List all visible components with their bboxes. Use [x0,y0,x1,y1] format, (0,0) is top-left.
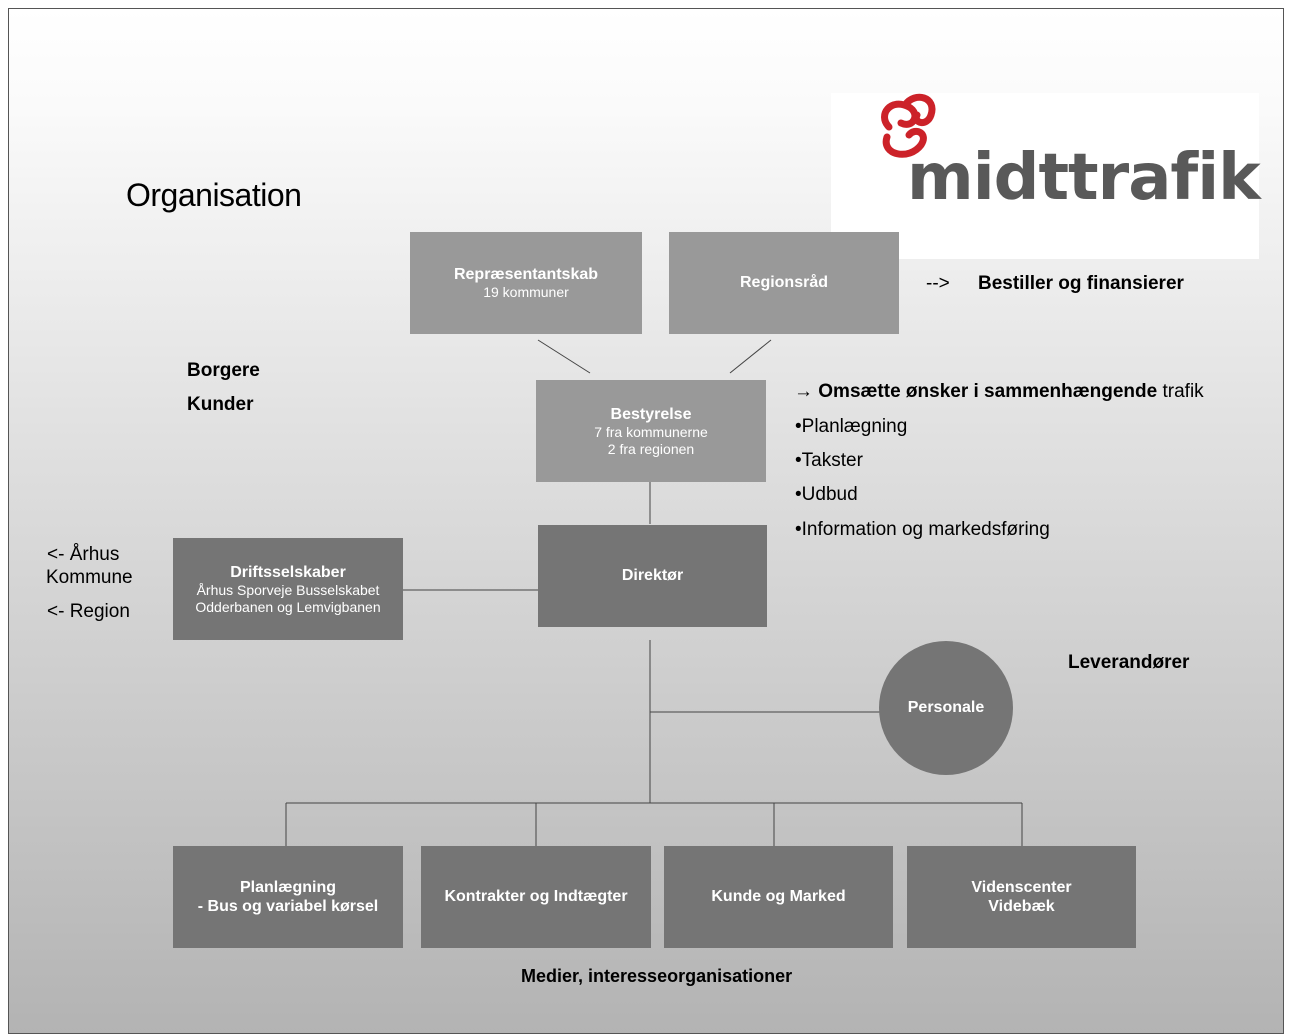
box-kontrakter: Kontrakter og Indtægter [421,846,651,948]
circle-personale: Personale [879,641,1013,775]
page-title: Organisation [126,177,302,213]
box-bestyrelse: Bestyrelse 7 fra kommunerne 2 fra region… [536,380,766,482]
midttrafik-logo-icon [881,93,936,158]
box-driftsselskaber: Driftsselskaber Århus Sporveje Busselska… [173,538,403,640]
line-repraesentantskab-bestyrelse [537,339,591,374]
board-task-item: •Takster [795,450,863,471]
label-aarhus: <- Århus [47,544,120,565]
box-driftsselskaber-sub2: Odderbanen og Lemvigbanen [195,598,381,615]
circle-personale-title: Personale [907,699,985,716]
board-tasks-arrow-icon: → [794,381,813,402]
logo-wordmark: midttrafik [907,141,1261,215]
box-repraesentantskab-title: Repræsentantskab [453,266,599,283]
box-direktoer: Direktør [538,525,767,627]
connector-lines [285,339,1023,846]
board-task-item: •Udbud [795,484,858,505]
label-kommune: Kommune [46,567,133,588]
box-kontrakter-title: Kontrakter og Indtægter [444,888,628,906]
box-driftsselskaber-sub1: Århus Sporveje Busselskabet [196,581,380,598]
box-videnscenter: Videnscenter Videbæk [907,846,1136,948]
slide: midttrafik Organisation Repræsentantskab… [8,8,1284,1034]
box-videnscenter-line2: Videbæk [988,898,1055,915]
label-leverandoerer: Leverandører [1068,652,1190,673]
label-kunder: Kunder [187,394,254,415]
box-direktoer-title: Direktør [621,567,684,585]
box-kunde-marked: Kunde og Marked [664,846,893,948]
board-tasks-heading-bold: Omsætte ønsker i sammenhængende [818,381,1158,402]
logo-area: midttrafik [831,93,1261,259]
line-regionsraad-bestyrelse [729,339,772,374]
label-region: <- Region [47,601,130,622]
box-regionsraad: Regionsråd [669,232,899,334]
box-regionsraad-title: Regionsråd [739,274,828,292]
box-repraesentantskab-sub: 19 kommuner [483,284,569,301]
box-planlaegning: Planlægning - Bus og variabel kørsel [173,846,403,948]
bestiller-label: Bestiller og finansierer [978,273,1184,294]
label-medier: Medier, interesseorganisationer [521,966,793,986]
box-repraesentantskab: Repræsentantskab 19 kommuner [410,232,642,334]
box-kunde-marked-title: Kunde og Marked [711,888,846,906]
board-tasks-heading-rest: trafik [1157,381,1204,402]
bestiller-arrow: --> [926,273,950,294]
board-task-item: •Planlægning [795,416,908,437]
board-tasks-heading: → Omsætte ønsker i sammenhængende trafik [794,381,1204,403]
board-task-item: •Information og markedsføring [795,519,1050,540]
box-bestyrelse-title: Bestyrelse [610,405,692,423]
box-videnscenter-line1: Videnscenter [971,878,1072,896]
label-borgere: Borgere [187,360,260,381]
box-driftsselskaber-title: Driftsselskaber [230,563,346,581]
box-bestyrelse-sub1: 7 fra kommunerne [594,423,708,440]
box-planlaegning-line2: - Bus og variabel kørsel [197,898,379,915]
box-planlaegning-line1: Planlægning [240,878,336,896]
box-bestyrelse-sub2: 2 fra regionen [607,440,695,457]
